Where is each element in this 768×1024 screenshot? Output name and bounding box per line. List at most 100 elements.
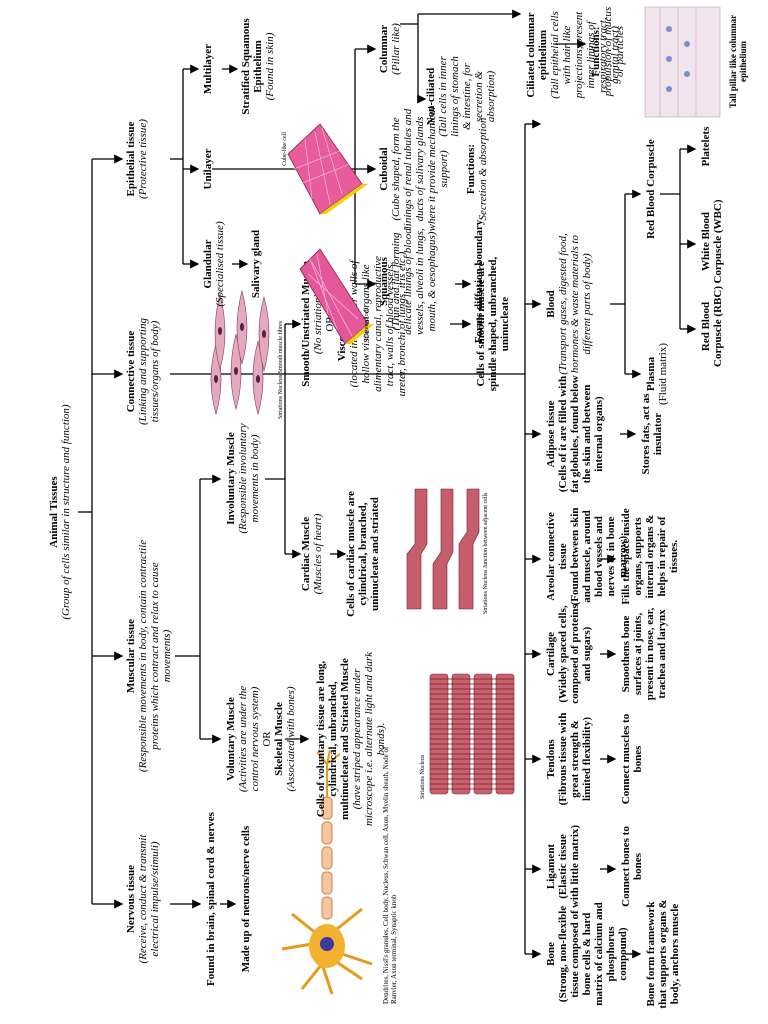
blood-title: Blood [545,224,557,384]
voluntary-cells: Cells of voluntary tissue are long, cyli… [315,649,351,829]
blood-node: Blood (Transport gases, digested food, h… [545,224,593,384]
cardiac-label-0: Striations [483,591,489,614]
areolar-function: Fills the space inside organs, supports … [620,504,680,609]
involuntary-title: Involuntary Muscle [225,411,237,546]
skeletal-muscle-figure: Striations Nucleus [420,669,525,799]
areolar-node: Areolar connective tissue (Found between… [545,504,629,609]
smooth-label-2: Smooth muscle fibres [278,321,284,373]
tendons-node: Tendons (Fibrous tissue with great stren… [545,709,593,809]
cuboidal-fig-label: Cube-like cell [282,114,289,184]
squamous-figure: Flattened cell [290,244,375,354]
columnar-sub: (Pillar like) [390,0,402,99]
bone-node: Bone (Strong, non-flexible tissue compos… [545,899,629,1009]
cardiac-muscle-node: Cardiac Muscle (Muscles of heart) [300,504,324,604]
smooth-label-0: Striations [278,396,284,419]
nonciliated-node: Non-ciliated (Tall cells in inner lining… [425,54,497,139]
columnar-fn-title: Functions: [590,4,602,99]
nonciliated-desc: (Tall cells in inner linings of stomach … [437,54,497,139]
salivary-gland: Salivary gland [250,219,262,309]
plasma-sub: (Fluid matrix) [657,343,669,405]
columnar-fig-label: Tall pillar like columnar epithelium [728,4,748,119]
nervous-tissue-node: Nervous tissue (Receive, conduct & trans… [125,829,161,969]
voluntary-or: OR [261,731,273,746]
platelets-node: Platelets [700,109,712,184]
ligament-desc: (Elastic tissue with little matrix) [557,824,581,909]
squamous-title: Squamous [378,219,390,344]
adipose-node: Adipose tissue (Cells of it are filled w… [545,374,605,494]
blood-desc: (Transport gases, digested food, hormone… [557,224,593,384]
involuntary-desc: (Responsible involuntary movements in bo… [237,411,261,546]
glandular-node: Glandular (Specialised tissue) [202,219,226,309]
cardiac-desc: (Muscles of heart) [312,504,324,604]
voluntary-desc: (Activities are under the control nervou… [237,669,261,809]
skeletal-title: Skeletal Muscle [273,669,285,809]
tendons-title: Tendons [545,709,557,809]
cuboidal-title: Cuboidal [378,104,390,234]
neuron-label-0: Dendrites [382,977,390,1004]
columnar-figure: Tall pillar like columnar epithelium [640,4,725,119]
epithelial-title: Epithelial tissue [125,99,137,219]
neuron-label-1: Nissl's granules [382,929,390,973]
glandular-title: Glandular [202,219,214,309]
glandular-desc: (Specialised tissue) [214,219,226,309]
cuboidal-figure: Cube-like cell [280,114,370,224]
root-node: Animal Tissues (Group of cells similar i… [48,400,72,624]
neuron-label-3: Nucleus [382,873,390,896]
cardiac-label-1: Nucleus [483,570,489,590]
cartilage-desc: (Widely spaced cells, composed of protei… [557,604,593,704]
tendons-function: Connect muscles to bones [620,709,644,809]
stratified-title: Stratified Squamous Epithelium [240,14,264,119]
multilayer-node: Multilayer [202,29,214,109]
skeletal-label-1: Nucleus [420,755,426,775]
root-title: Animal Tissues [48,400,60,624]
nervous-cells: Made up of neurons/nerve cells [240,784,252,1014]
cardiac-cells: Cells of cardiac muscle are cylindrical,… [345,479,381,629]
voluntary-cells-node: Cells of voluntary tissue are long, cyli… [315,649,387,829]
unilayer-node: Unilayer [202,129,214,209]
rbc-node: Red Blood Corpuscle (RBC) [700,284,724,369]
bone-function: Bone form framework that supports organs… [645,899,681,1009]
smooth-label-1: Nucleus [278,375,284,395]
squamous-desc: (Thin and flat forming delicate linings … [390,219,438,344]
columnar-function-node: Functions: propulsion of mucus or partic… [590,4,626,99]
nonciliated-title: Non-ciliated [425,54,437,139]
columnar-fn: propulsion of mucus or particles [602,4,626,99]
stratified-desc: (Found in skin) [264,14,276,119]
wbc-node: White Blood Corpuscle (WBC) [700,199,724,284]
cartilage-title: Cartilage [545,604,557,704]
involuntary-muscle-node: Involuntary Muscle (Responsible involunt… [225,411,261,546]
columnar-node: Columnar (Pillar like) [378,0,402,99]
ligament-title: Ligament [545,824,557,909]
voluntary-cells-desc: (have striped appearance under microscop… [351,649,387,829]
cartilage-node: Cartilage (Widely spaced cells, composed… [545,604,593,704]
muscular-title: Muscular tissue [125,536,137,776]
muscular-desc: (Responsible movements in body, contain … [137,536,173,776]
ligament-function: Connect bones to bones [620,824,644,909]
neuron-label-2: Cell body [382,899,390,926]
neuron-label-4: Schwan cell [382,835,390,869]
connective-desc: (Linking and supporting tissues/organs o… [137,289,161,454]
squamous-fig-label: Flattened cell [364,294,371,354]
rbc-group-node: Red Blood Corpuscle [645,124,657,254]
cartilage-function: Smoothens bone surfaces at joints, prese… [620,604,668,704]
neuron-label-8: Axon terminal [390,938,398,979]
plasma-node: Plasma (Fluid matrix) [645,329,669,419]
epithelial-desc: (Protective tissue) [137,99,149,219]
bone-desc: (Strong, non-flexible tissue composed of… [557,899,629,1009]
muscular-tissue-node: Muscular tissue (Responsible movements i… [125,536,173,776]
connective-tissue-node: Connective tissue (Linking and supportin… [125,289,161,454]
ciliated-title: Ciliated columnar epithelium [525,1,549,109]
cardiac-label-2: Junction between adjacent cells [483,493,489,569]
neuron-label-9: Synaptic knob [390,895,398,935]
epithelial-tissue-node: Epithelial tissue (Protective tissue) [125,99,149,219]
root-subtitle: (Group of cells similar in structure and… [60,400,72,624]
tendons-desc: (Fibrous tissue with great strength & li… [557,709,593,809]
bone-title: Bone [545,899,557,1009]
adipose-desc: (Cells of it are filled with fat globule… [557,374,605,494]
plasma-title: Plasma [645,329,657,419]
adipose-title: Adipose tissue [545,374,557,494]
squamous-function: Forms diffusion boundary [473,219,485,344]
columnar-title: Columnar [378,0,390,99]
connective-title: Connective tissue [125,289,137,454]
